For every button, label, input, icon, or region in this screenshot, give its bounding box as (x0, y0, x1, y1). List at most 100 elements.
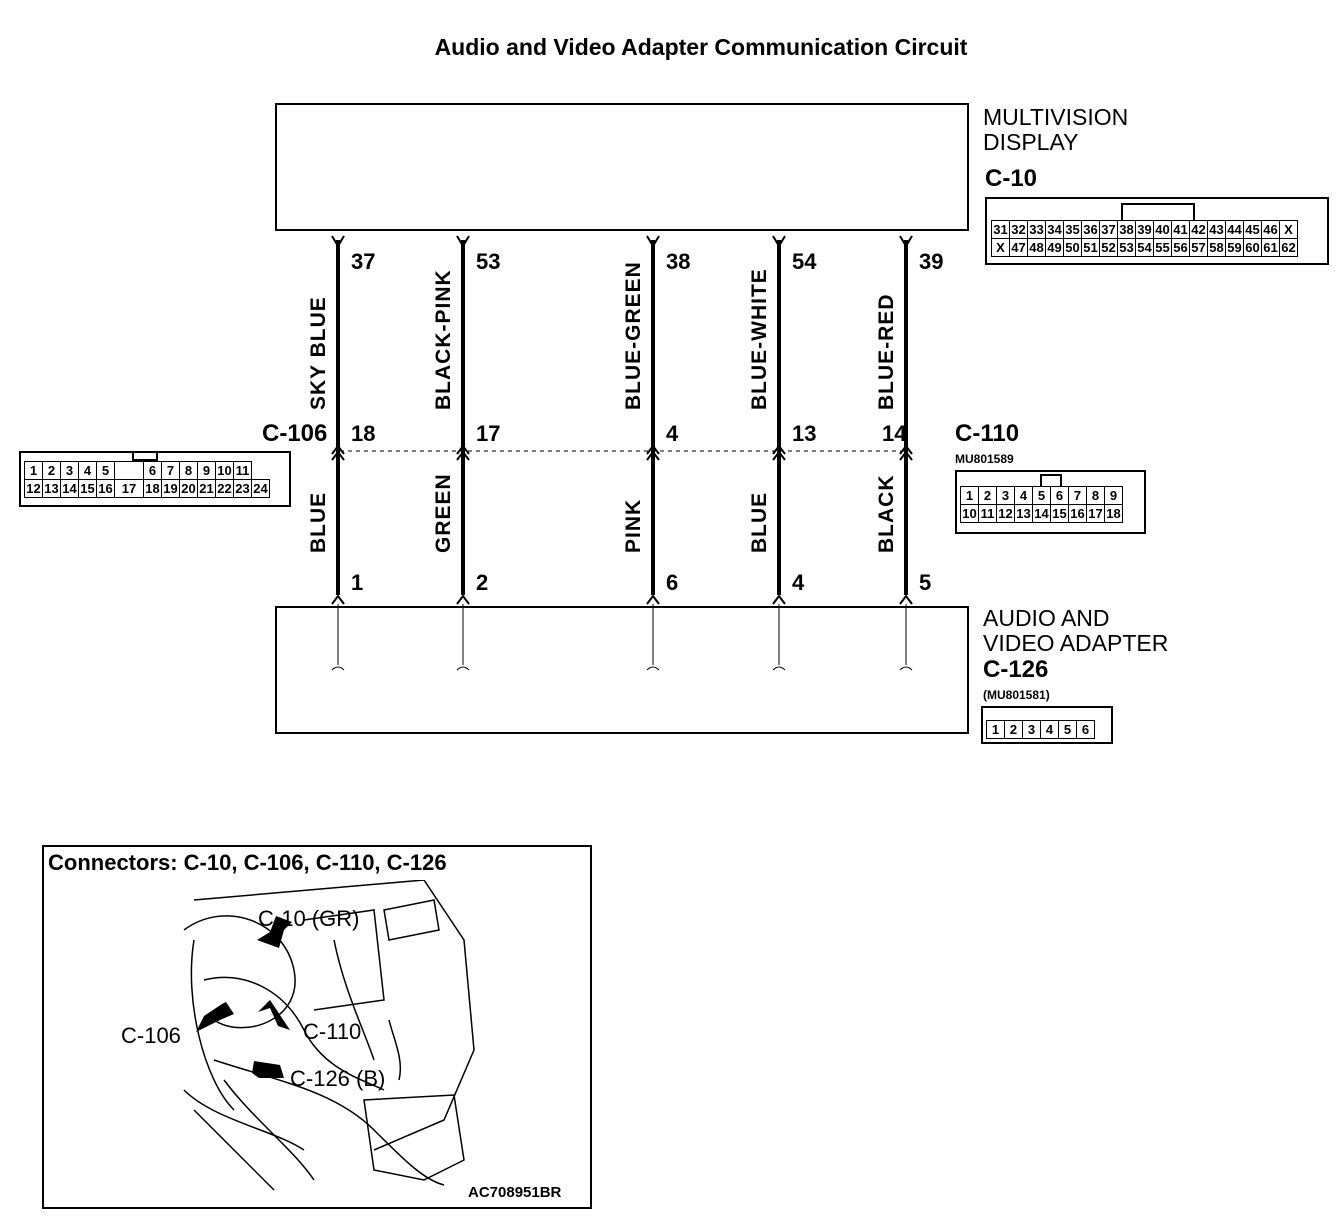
c106-pin: 11 (233, 461, 252, 480)
c10-pin: 32 (1009, 220, 1028, 239)
c110-pin: 3 (996, 486, 1015, 505)
wire-color-top: SKY BLUE (307, 296, 330, 410)
c10-pin: X (1279, 220, 1298, 239)
c10-pin: 51 (1081, 238, 1100, 257)
arrow-c126 (252, 1061, 284, 1078)
adapter-label-1: AUDIO AND (983, 605, 1110, 631)
wire-end (899, 666, 913, 671)
c110-pin: 10 (960, 504, 979, 523)
wire-end (456, 666, 470, 671)
c10-pin: 56 (1171, 238, 1190, 257)
wire-color-top: BLUE-WHITE (748, 268, 771, 410)
c110-pin: 6 (1050, 486, 1069, 505)
wire-terminal-bottom (899, 594, 913, 605)
location-label-c110: C-110 (303, 1019, 362, 1044)
c110-pin: 8 (1086, 486, 1105, 505)
c106-pin: 5 (96, 461, 115, 480)
pin-bottom-6: 6 (666, 570, 679, 595)
wire-terminal-bottom (646, 594, 660, 605)
junction-chevron (772, 450, 786, 461)
c10-pin: 40 (1153, 220, 1172, 239)
wire-terminal-top (456, 235, 470, 248)
wire-end (331, 666, 345, 671)
pin-junction-14: 14 (882, 421, 907, 446)
c106-pin: 10 (215, 461, 234, 480)
pin-bottom-4: 4 (792, 570, 805, 595)
pin-bottom-2: 2 (476, 570, 489, 595)
c126-pin: 6 (1076, 720, 1095, 739)
c10-pin: 37 (1099, 220, 1118, 239)
c10-pin: 59 (1225, 238, 1244, 257)
c10-pin: 44 (1225, 220, 1244, 239)
junction-chevron (646, 450, 660, 461)
c110-pin: 11 (978, 504, 997, 523)
wire-color-top: BLUE-RED (875, 293, 898, 411)
c106-pin: 19 (161, 479, 180, 498)
pin-top-53: 53 (476, 249, 501, 274)
c10-pin: 34 (1045, 220, 1064, 239)
pin-junction-4: 4 (666, 421, 679, 446)
location-label-c106: C-106 (121, 1023, 181, 1048)
wire-color-top: BLUE-GREEN (622, 261, 645, 410)
c106-pin: 24 (251, 479, 270, 498)
c10-pin: 48 (1027, 238, 1046, 257)
arrow-c106 (196, 1002, 234, 1032)
c106-pin: 4 (78, 461, 97, 480)
location-label-c10: C-10 (GR) (258, 906, 360, 931)
pin-bottom-5: 5 (919, 570, 932, 595)
c110-pin: 15 (1050, 504, 1069, 523)
c10-pin: 55 (1153, 238, 1172, 257)
c10-pin: 62 (1279, 238, 1298, 257)
c10-pin: X (991, 238, 1010, 257)
c10-pin: 46 (1261, 220, 1280, 239)
c10-pin: 39 (1135, 220, 1154, 239)
c106-pin: 15 (78, 479, 97, 498)
c10-pin: 52 (1099, 238, 1118, 257)
c106-pin (114, 461, 144, 480)
wire-terminal-top (646, 235, 660, 248)
arrow-c10 (257, 916, 292, 948)
wire-terminal-top (899, 235, 913, 248)
c106-pin: 1 (24, 461, 43, 480)
c106-pin: 21 (197, 479, 216, 498)
pin-junction-13: 13 (792, 421, 817, 446)
arrow-c110 (258, 1000, 290, 1030)
c10-latch (1121, 203, 1195, 221)
c10-pin: 61 (1261, 238, 1280, 257)
wire-color-bottom: PINK (622, 498, 645, 553)
junction-chevron (331, 444, 345, 455)
c106-pin: 12 (24, 479, 43, 498)
c106-pin: 2 (42, 461, 61, 480)
pin-top-54: 54 (792, 249, 817, 274)
c106-latch (132, 453, 158, 461)
c10-pin: 38 (1117, 220, 1136, 239)
c110-latch (1040, 474, 1062, 486)
c106-pin: 23 (233, 479, 252, 498)
wire-color-bottom: BLUE (748, 491, 771, 553)
figure-code: AC708951BR (468, 1184, 562, 1201)
c10-pin: 33 (1027, 220, 1046, 239)
wire-end (772, 666, 786, 671)
c110-pin: 4 (1014, 486, 1033, 505)
pin-junction-18: 18 (351, 421, 376, 446)
c10-pin: 60 (1243, 238, 1262, 257)
c110-part-number: MU801589 (955, 452, 1014, 466)
c106-pin: 9 (197, 461, 216, 480)
diagram-title: Audio and Video Adapter Communication Ci… (434, 34, 968, 60)
wire-color-top: BLACK-PINK (432, 269, 455, 410)
wire-terminal-top (331, 235, 345, 248)
c106-pin: 18 (143, 479, 162, 498)
c10-pin: 42 (1189, 220, 1208, 239)
c10-pin: 58 (1207, 238, 1226, 257)
c110-pin: 1 (960, 486, 979, 505)
c110-pin: 5 (1032, 486, 1051, 505)
wire-color-bottom: BLUE (307, 491, 330, 553)
audio-video-adapter-box (275, 606, 969, 734)
c110-pin: 7 (1068, 486, 1087, 505)
multivision-label-2: DISPLAY (983, 129, 1079, 155)
